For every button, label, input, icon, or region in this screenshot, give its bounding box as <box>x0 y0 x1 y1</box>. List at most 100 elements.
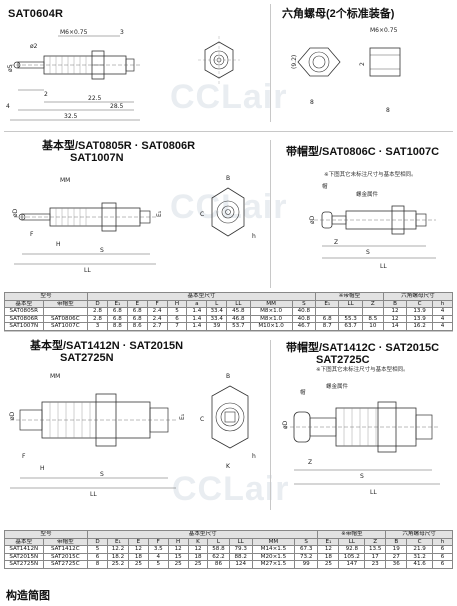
watermark: CCLair <box>170 78 288 116</box>
divider <box>4 331 453 332</box>
cell: 6.8 <box>106 307 128 316</box>
cell: 18 <box>127 552 149 562</box>
column-header-row: 基本型 带帽型 D E₁ E F H K L LL MM S E₁ LL Z B… <box>4 537 454 547</box>
dim-E1: E₁ <box>156 210 163 217</box>
col-header: 基本型 <box>4 537 44 547</box>
column-header-row: 基本型 带帽型 D E₁ E F H a L LL MM S E₁ LL Z B… <box>4 299 454 309</box>
col-header: 带帽型 <box>42 299 89 309</box>
watermark: CCLair <box>170 188 288 226</box>
dim-F: F <box>22 453 26 460</box>
col-header: E <box>126 299 148 309</box>
dim-MM: MM <box>60 177 70 184</box>
cell: 39 <box>206 322 228 331</box>
cell: 7 <box>166 322 188 331</box>
cell: 92.8 <box>338 545 366 554</box>
dim-l2: 2 <box>44 91 48 98</box>
cell: 55.3 <box>338 314 363 324</box>
col-header: F <box>146 299 168 309</box>
cap1-label-metal: 螺金属件 <box>356 192 379 198</box>
cell: SAT2725C <box>42 560 89 569</box>
cell: 10 <box>361 322 384 331</box>
cell: 23 <box>364 560 387 569</box>
cell: 13.9 <box>406 307 433 316</box>
cell: 79.3 <box>228 545 253 554</box>
col-header: E₁ <box>315 299 340 309</box>
cell: 6.8 <box>315 314 340 324</box>
cell: M8×1.0 <box>249 314 293 324</box>
cap2-label-metal: 螺金属件 <box>326 384 349 390</box>
cell: 5 <box>87 545 108 554</box>
cell: 99 <box>293 560 319 569</box>
spec-table-2: 型号 基本型尺寸 ※带帽型 六角螺母尺寸 基本型 带帽型 D E₁ E F H … <box>3 530 454 569</box>
cell: 105.2 <box>338 552 366 562</box>
dim-l285: 28.5 <box>110 103 124 110</box>
cell: 25 <box>187 560 209 569</box>
cell: SAT0806C <box>42 314 89 324</box>
cell: 19 <box>385 545 408 554</box>
spec-table-1: 型号 基本型尺寸 ※带帽型 六角螺母尺寸 基本型 带帽型 D E₁ E F H … <box>3 292 454 331</box>
cell: 45.8 <box>226 307 251 316</box>
dim-l3: 3 <box>120 29 124 36</box>
cell: 12 <box>382 307 408 316</box>
cell: 15 <box>167 552 189 562</box>
col-header: E₁ <box>317 537 340 547</box>
dim-b: 8 <box>310 99 314 106</box>
col-header: S <box>291 299 317 309</box>
cell: 8.5 <box>361 314 384 324</box>
cell: 41.6 <box>406 560 433 569</box>
cell: 13.9 <box>406 314 433 324</box>
col-header: K <box>187 537 209 547</box>
cell: 25.2 <box>106 560 129 569</box>
dim-LL: LL <box>370 489 377 496</box>
basic2-drawing: MM øD F H S LL E₁ B C K h <box>9 373 256 498</box>
cap1-label-cap: 帽 <box>322 184 328 190</box>
section-title-sat0604r: SAT0604R <box>8 8 64 20</box>
dim-LL: LL <box>90 491 97 498</box>
cell: 36 <box>385 560 408 569</box>
col-header: F <box>147 537 169 547</box>
cell: 73.2 <box>293 552 319 562</box>
cell: M14×1.5 <box>251 545 295 554</box>
cell: 1.4 <box>186 314 208 324</box>
cell: 4 <box>431 307 454 316</box>
cell: 8.6 <box>126 322 148 331</box>
dim-thread: M6×0.75 <box>370 27 398 34</box>
cap2-drawing: øD Z S LL <box>282 401 440 496</box>
cell: 63.7 <box>338 322 363 331</box>
cell: 53.7 <box>226 322 251 331</box>
dim-S: S <box>100 471 104 478</box>
cell: 62.2 <box>207 552 230 562</box>
col-header: LL <box>226 299 251 309</box>
title-line1: 基本型/SAT1412N · SAT2015N <box>30 340 184 352</box>
col-header: D <box>87 537 108 547</box>
cell: 6.8 <box>106 314 128 324</box>
cell: 17 <box>364 552 387 562</box>
cell: SAT1007C <box>42 322 89 331</box>
col-header: S <box>293 537 319 547</box>
dim-Z: Z <box>308 459 312 466</box>
col-header: H <box>167 537 189 547</box>
col-header: L <box>207 537 230 547</box>
cell: SAT1412C <box>42 545 89 554</box>
col-header: h <box>431 537 454 547</box>
cell: 12.2 <box>106 545 129 554</box>
cell: 25 <box>167 560 189 569</box>
cell: 88.2 <box>228 552 253 562</box>
cell: 6 <box>166 314 188 324</box>
cell <box>338 307 363 316</box>
cell: 12 <box>167 545 189 554</box>
cell: 6 <box>431 545 454 554</box>
dim-across: (9.2) <box>291 55 298 69</box>
title-line2: SAT1007N <box>70 152 124 164</box>
dim-B: B <box>226 175 230 182</box>
group-cap: ※带帽型 <box>317 530 387 539</box>
col-header: C <box>406 537 433 547</box>
col-header: Z <box>361 299 384 309</box>
title-line1: 带帽型/SAT1412C · SAT2015C <box>286 342 440 354</box>
dim-LL: LL <box>380 263 387 270</box>
divider <box>270 340 271 510</box>
dim-l325: 32.5 <box>64 113 78 120</box>
dim-H: H <box>40 465 45 472</box>
